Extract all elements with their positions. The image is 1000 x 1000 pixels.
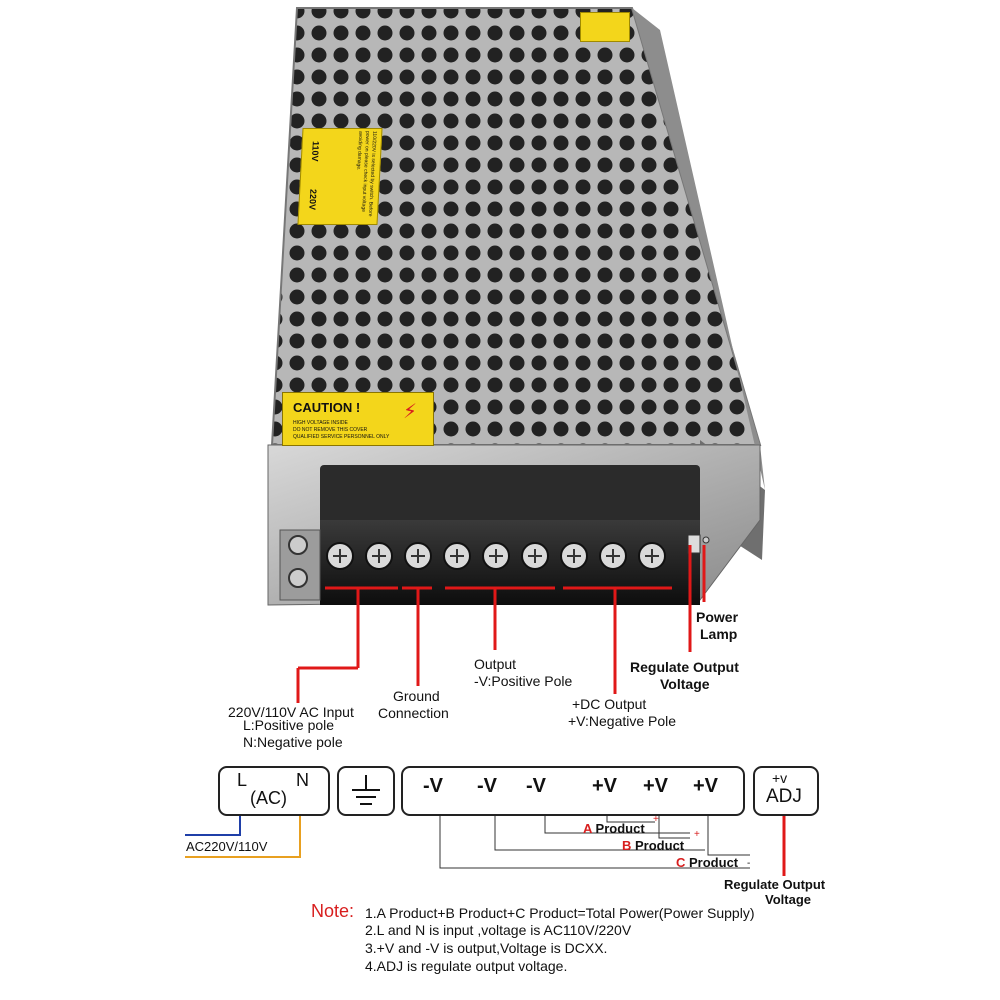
terminal-neg-2: -V (477, 775, 497, 797)
note-line-3: 3.+V and -V is output,Voltage is DCXX. (365, 940, 608, 956)
ac-input-label-2: L:Positive pole (243, 717, 335, 733)
ac-input-label-3: N:Negative pole (243, 734, 343, 750)
note-line-2: 2.L and N is input ,voltage is AC110V/22… (365, 922, 632, 938)
dc-terminal-box (401, 766, 745, 816)
product-c: C Product (676, 855, 738, 870)
product-b-plus: + (694, 829, 700, 840)
terminal-cover (320, 465, 700, 525)
terminal-pos-1: +V (592, 775, 618, 797)
ac-input-label-1: 220V/110V AC Input (228, 704, 354, 720)
power-lamp-led (702, 536, 710, 544)
power-lamp-label-1: Power (696, 609, 739, 625)
ground-label-2: Connection (378, 705, 449, 721)
caution-line-2: DO NOT REMOVE THIS COVER (293, 427, 368, 433)
regulate-output-schematic-2: Voltage (765, 892, 811, 907)
terminal-neg-3: -V (526, 775, 546, 797)
high-voltage-icon: ⚡ (402, 401, 418, 423)
regulate-output-schematic-1: Regulate Output (724, 877, 826, 892)
note-line-1: 1.A Product+B Product+C Product=Total Po… (365, 905, 755, 921)
output-neg-label-2: -V:Positive Pole (474, 673, 573, 689)
ground-box (337, 766, 395, 816)
product-a-plus: + (653, 814, 659, 825)
product-c-minus: - (747, 858, 751, 869)
caution-line-3: QUALIFIED SERVICE PERSONNEL ONLY (293, 434, 390, 440)
adj-label: ADJ (766, 786, 802, 807)
product-c-letter: C (676, 855, 686, 870)
product-b-text: Product (635, 838, 685, 853)
ac-l-terminal: L (237, 770, 248, 790)
product-b-letter: B (622, 838, 632, 853)
terminal-screws (326, 542, 666, 570)
note-line-4: 4.ADJ is regulate output voltage. (365, 958, 568, 974)
regulate-output-label-2: Voltage (660, 676, 710, 692)
terminal-pos-2: +V (643, 775, 669, 797)
power-lamp-label-2: Lamp (700, 626, 738, 642)
terminal-neg-1: -V (423, 775, 443, 797)
dc-output-label-1: +DC Output (572, 696, 647, 712)
product-b: B Product (622, 838, 684, 853)
dc-output-label-2: +V:Negative Pole (568, 713, 677, 729)
product-a-letter: A (583, 821, 592, 836)
product-c-text: Product (689, 855, 739, 870)
regulate-output-label-1: Regulate Output (630, 659, 739, 675)
adj-plus-v: +v (772, 770, 788, 786)
product-a-text: Product (595, 821, 645, 836)
ac-wire-label: AC220V/110V (186, 839, 268, 854)
ground-label-1: Ground (393, 688, 440, 704)
output-neg-label-1: Output (474, 656, 517, 672)
caution-line-1: HIGH VOLTAGE INSIDE (293, 420, 348, 426)
caution-sticker: CAUTION ! HIGH VOLTAGE INSIDE DO NOT REM… (282, 392, 434, 446)
terminal-pos-3: +V (693, 775, 719, 797)
adj-box: +v ADJ (753, 766, 819, 816)
ground-icon (352, 775, 380, 805)
note-title: Note: (311, 901, 355, 921)
product-a: A Product (583, 821, 645, 836)
caution-title: CAUTION ! (293, 400, 361, 415)
ac-label: (AC) (250, 788, 287, 808)
small-sticker (580, 12, 630, 42)
ac-n-terminal: N (296, 770, 309, 790)
ac-input-box: L N (AC) (218, 766, 330, 816)
